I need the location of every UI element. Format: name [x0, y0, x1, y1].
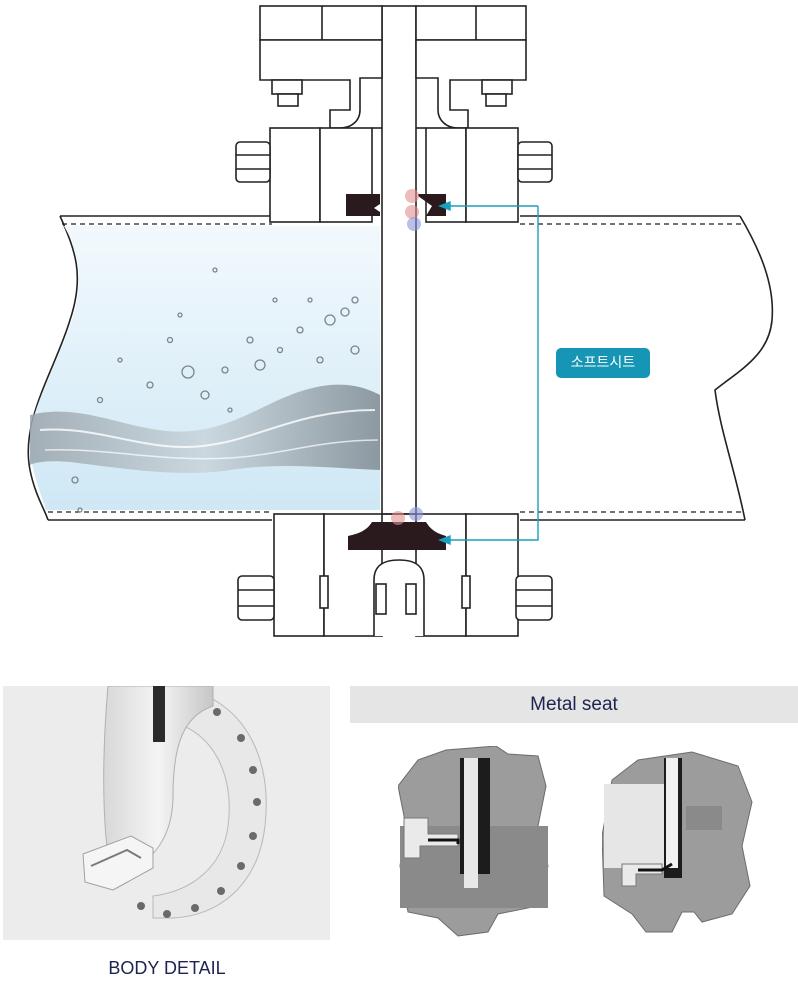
soft-seat-lower [348, 522, 446, 550]
valve-cross-section-diagram [27, 5, 774, 637]
metal-seat-section-left [398, 746, 549, 937]
soft-seat-callout-label: 소프트시트 [556, 348, 650, 378]
contact-markers [391, 189, 423, 525]
gate-plate [381, 5, 417, 515]
metal-seat-title: Metal seat [350, 686, 798, 723]
water-flow [30, 226, 380, 513]
pipe [27, 215, 774, 521]
top-bonnet [235, 5, 553, 223]
body-render-illustration [82, 686, 267, 919]
body-detail-caption: BODY DETAIL [108, 958, 226, 978]
body-detail-image [3, 686, 330, 940]
soft-seat-upper [346, 194, 446, 216]
metal-seat-section-right [602, 751, 753, 933]
callout-lines [438, 200, 539, 546]
